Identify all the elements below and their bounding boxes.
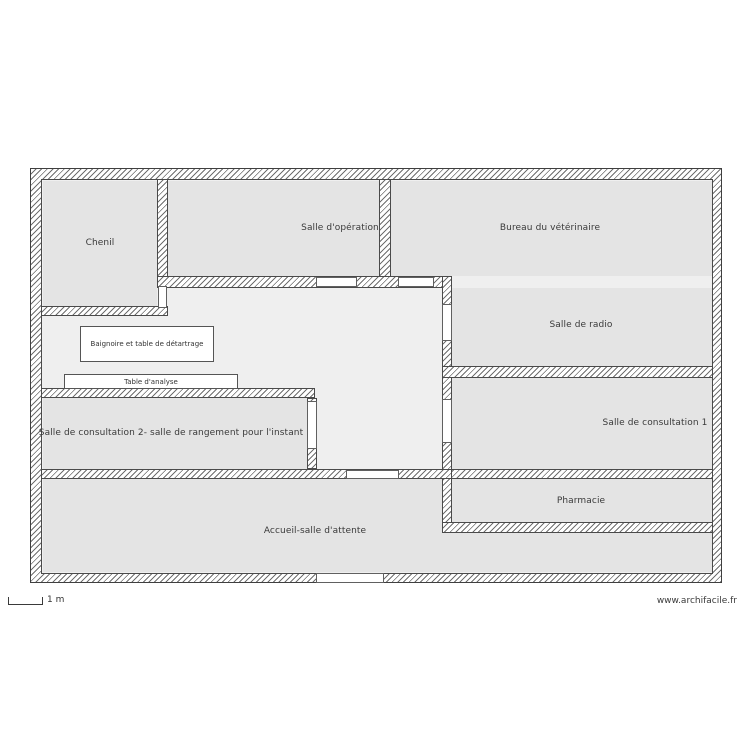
scale-bar (8, 597, 43, 605)
door-chenil (158, 286, 167, 308)
room-salle-radio (452, 288, 712, 366)
door-hall-accueil (346, 470, 399, 479)
room-label-salle-operation: Salle d'opération (301, 223, 379, 233)
floor-plan: Baignoire et table de détartrage Table d… (30, 168, 722, 583)
wall-radio-bottom (442, 366, 713, 378)
furniture-table-analyse: Table d'analyse (64, 374, 238, 389)
wall-pharmacie-bottom (442, 522, 713, 533)
room-salle-consultation-1 (452, 378, 712, 469)
room-label-salle-consultation-1: Salle de consultation 1 (602, 418, 708, 428)
door-salle-operation (316, 277, 357, 287)
website-watermark: www.archifacile.fr (656, 596, 737, 606)
room-pharmacie (452, 479, 712, 522)
door-salle-consultation-1 (442, 399, 452, 443)
room-accueil-extension (442, 533, 712, 572)
wall-consultation2-top (41, 388, 315, 398)
room-label-salle-radio: Salle de radio (549, 320, 613, 330)
door-bureau-veterinaire (398, 277, 434, 287)
room-label-chenil: Chenil (85, 238, 115, 248)
wall-consultation1-bottom (442, 469, 713, 479)
door-salle-consultation-2 (307, 401, 317, 449)
room-label-salle-consultation-2: Salle de consultation 2- salle de rangem… (38, 428, 304, 438)
furniture-label-table-analyse: Table d'analyse (124, 377, 178, 386)
room-salle-consultation-2 (43, 398, 307, 469)
wall-accueil-top (41, 469, 452, 479)
wall-chenil-right (157, 179, 168, 288)
scale-label: 1 m (47, 595, 65, 605)
furniture-label-baignoire: Baignoire et table de détartrage (90, 340, 204, 348)
room-label-bureau-veterinaire: Bureau du vétérinaire (499, 223, 601, 233)
furniture-baignoire: Baignoire et table de détartrage (80, 326, 214, 362)
wall-operation-bureau (379, 179, 391, 288)
room-salle-operation (168, 181, 379, 276)
door-salle-radio (442, 304, 452, 341)
wall-chenil-bottom (41, 306, 168, 316)
door-entrance (316, 573, 384, 583)
room-bureau-veterinaire (391, 181, 712, 276)
room-chenil (43, 181, 157, 306)
room-accueil-main (43, 479, 442, 572)
room-label-pharmacie: Pharmacie (556, 496, 606, 506)
room-label-accueil: Accueil-salle d'attente (263, 526, 367, 536)
